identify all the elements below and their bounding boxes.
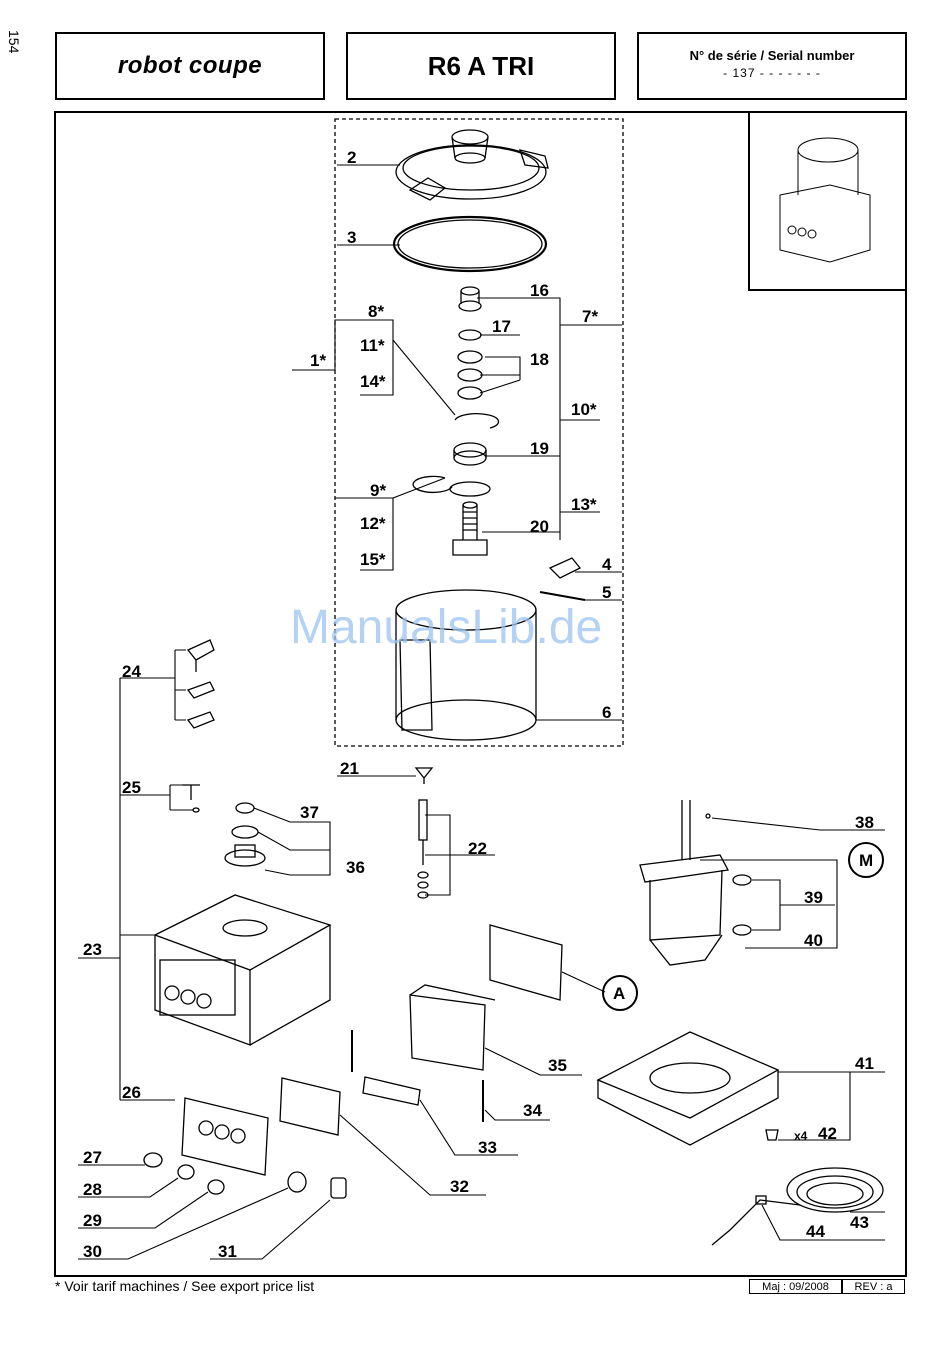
power-cable-drawing (712, 1168, 883, 1245)
part-4-drawing (550, 558, 580, 578)
callout-32: 32 (450, 1177, 469, 1196)
callout-41: 41 (855, 1054, 874, 1073)
front-plate-drawing (182, 1098, 268, 1175)
callout-6: 6 (602, 703, 611, 722)
callout-19: 19 (530, 439, 549, 458)
callout-5: 5 (602, 583, 611, 602)
callout-31: 31 (218, 1242, 237, 1261)
callout-28: 28 (83, 1180, 102, 1199)
knob-30-drawing (288, 1172, 306, 1192)
circuit-board-drawing (490, 925, 562, 1000)
seal-ring (394, 217, 546, 271)
callout-18: 18 (530, 350, 549, 369)
callout-10: 10* (571, 400, 597, 419)
knob-27-drawing (144, 1153, 162, 1167)
callout-17: 17 (492, 317, 511, 336)
parts-36-37-drawing (225, 803, 265, 866)
callout-4: 4 (602, 555, 612, 574)
callout-29: 29 (83, 1211, 102, 1230)
callout-13: 13* (571, 495, 597, 514)
callout-27: 27 (83, 1148, 102, 1167)
callout-16: 16 (530, 281, 549, 300)
machine-thumbnail-box (749, 112, 906, 290)
knob-29-drawing (208, 1180, 224, 1194)
leader-lines (78, 165, 885, 1259)
callout-12: 12* (360, 514, 386, 533)
callout-1: 1* (310, 351, 326, 370)
callout-22: 22 (468, 839, 487, 858)
part-42-drawing (766, 1130, 778, 1140)
part-38-drawing (706, 814, 710, 818)
part-35-drawing (410, 985, 495, 1070)
footer-note: * Voir tarif machines / See export price… (55, 1278, 314, 1294)
callout-37: 37 (300, 803, 319, 822)
callout-2: 2 (347, 148, 356, 167)
callout-20: 20 (530, 517, 549, 536)
machine-thumbnail-drawing (780, 138, 870, 262)
callout-15: 15* (360, 550, 386, 569)
callout-38: 38 (855, 813, 874, 832)
part-32-drawing (280, 1078, 340, 1135)
callout-30: 30 (83, 1242, 102, 1261)
callout-42: 42 (818, 1124, 837, 1143)
base-tray-drawing (598, 1032, 778, 1145)
callout-34: 34 (523, 1101, 542, 1120)
callout-44: 44 (806, 1222, 825, 1241)
part-5-drawing (540, 592, 585, 600)
callout-25: 25 (122, 778, 141, 797)
knob-28-drawing (178, 1165, 194, 1179)
base-housing-drawing (155, 895, 330, 1045)
watermark: ManualsLib.de (290, 600, 602, 655)
callout-8: 8* (368, 302, 384, 321)
callout-35: 35 (548, 1056, 567, 1075)
revision: REV : a (842, 1279, 905, 1294)
callout-36: 36 (346, 858, 365, 877)
part-21-drawing (416, 768, 432, 784)
maj-date: Maj : 09/2008 (749, 1279, 842, 1294)
lid-drawing (396, 130, 548, 200)
callout-21: 21 (340, 759, 359, 778)
callout-9: 9* (370, 481, 386, 500)
callout-23: 23 (83, 940, 102, 959)
callout-x4: x4 (794, 1129, 808, 1143)
callout-40: 40 (804, 931, 823, 950)
callout-43: 43 (850, 1213, 869, 1232)
callout-26: 26 (122, 1083, 141, 1102)
callout-M: M (859, 851, 873, 870)
part-24-drawing (188, 640, 214, 728)
part-31-drawing (331, 1178, 346, 1198)
motor-drawing (640, 800, 751, 965)
callout-24: 24 (122, 662, 141, 681)
part-25-drawing (182, 785, 200, 800)
callout-14: 14* (360, 372, 386, 391)
callout-7: 7* (582, 307, 598, 326)
callout-11: 11* (360, 336, 385, 355)
shaft-components (413, 287, 498, 555)
callout-33: 33 (478, 1138, 497, 1157)
callout-39: 39 (804, 888, 823, 907)
callout-3: 3 (347, 228, 356, 247)
callout-A: A (613, 984, 625, 1003)
part-33-drawing (363, 1077, 420, 1105)
